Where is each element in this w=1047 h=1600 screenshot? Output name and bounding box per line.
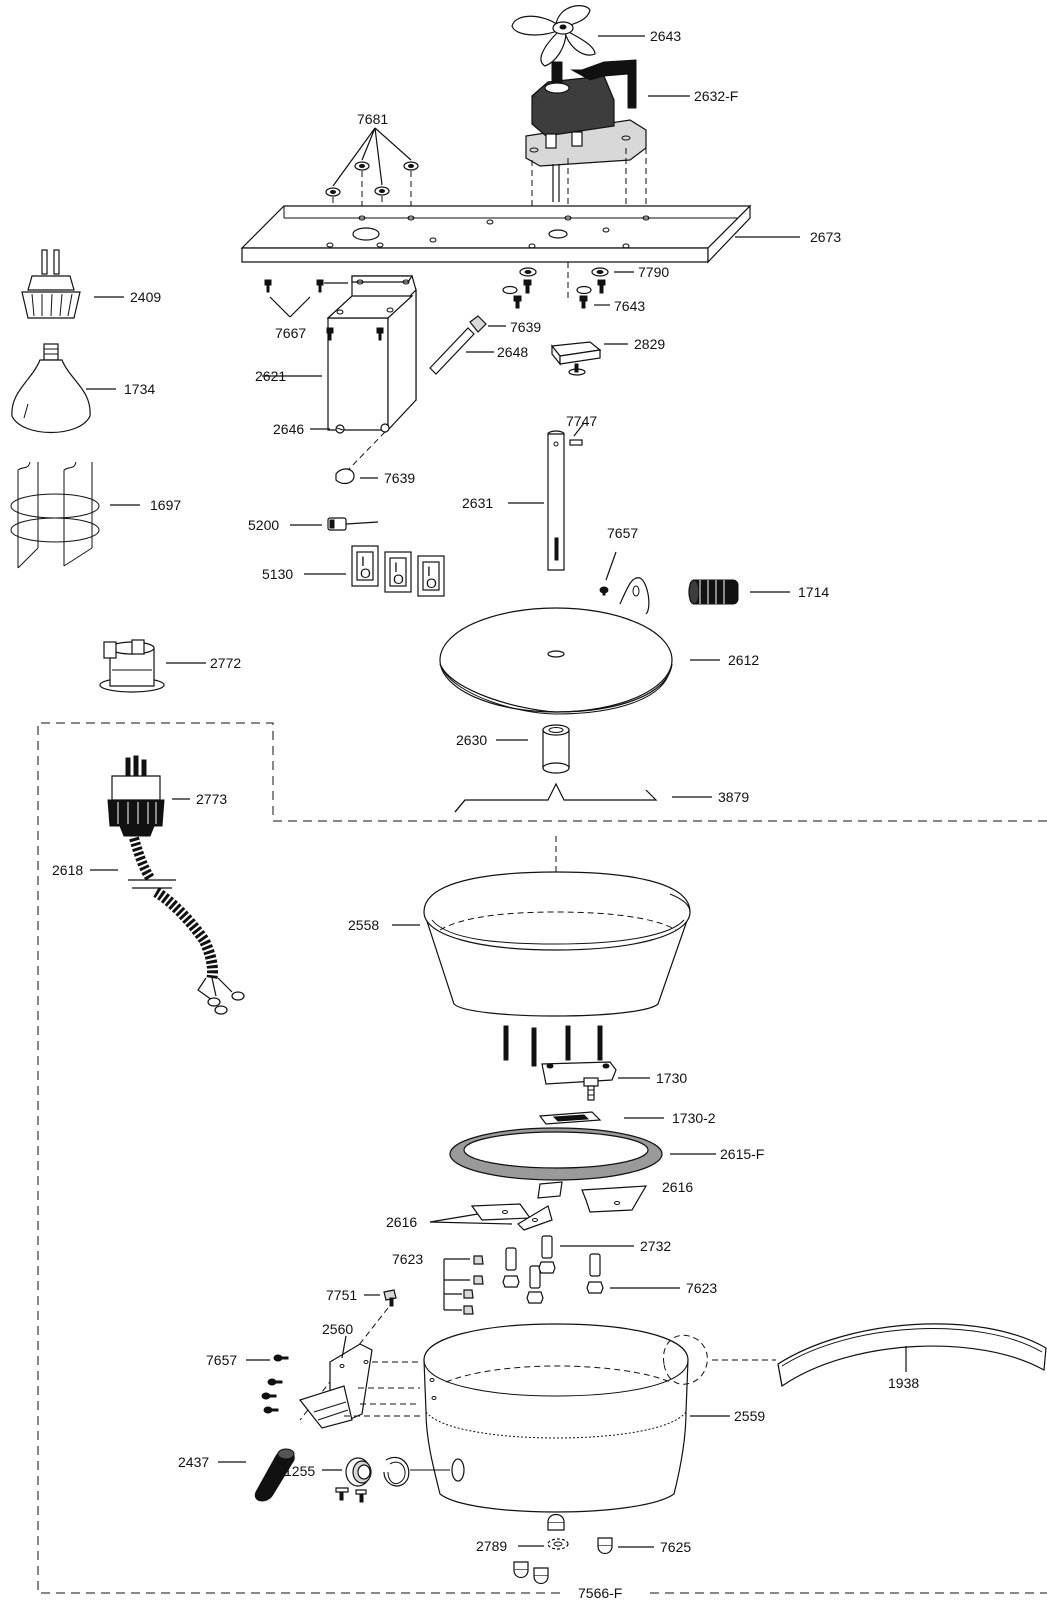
- screw-7657-top: [599, 586, 609, 596]
- label-7747: 7747: [566, 413, 597, 429]
- label-2615F: 2615-F: [720, 1146, 764, 1162]
- label-2560: 2560: [322, 1321, 353, 1337]
- sleeve-1714: [688, 579, 739, 605]
- svg-text:I: I: [427, 563, 431, 579]
- label-5130: 5130: [262, 566, 293, 582]
- label-2632F: 2632-F: [694, 88, 738, 104]
- label-2437: 2437: [178, 1454, 209, 1470]
- label-5200: 5200: [248, 517, 279, 533]
- power-cord-2618: [128, 836, 245, 1015]
- disc-2612: [439, 577, 673, 715]
- lamp-socket-2772: [99, 639, 165, 693]
- nuts-7623: [463, 1255, 604, 1315]
- label-1734: 1734: [124, 381, 155, 397]
- label-2630: 2630: [456, 732, 487, 748]
- label-7681: 7681: [357, 111, 388, 127]
- socket-2409: [21, 249, 81, 319]
- screws-7667: [264, 279, 384, 341]
- acorn-nuts-7625: [513, 1513, 613, 1585]
- label-2789: 2789: [476, 1538, 507, 1554]
- kettle-2558: [423, 871, 691, 1067]
- brackets-2616: [470, 1181, 648, 1231]
- label-7625: 7625: [660, 1539, 691, 1555]
- gasket-1730-2: [538, 1111, 602, 1125]
- label-1714: 1714: [798, 584, 829, 600]
- fitting-1255: [335, 1456, 450, 1503]
- block-2829: [550, 341, 602, 376]
- label-2616a: 2616: [662, 1179, 693, 1195]
- thermostat-1730: [541, 1061, 617, 1101]
- label-2618: 2618: [52, 862, 83, 878]
- label-7639a: 7639: [510, 319, 541, 335]
- label-2616b: 2616: [386, 1214, 417, 1230]
- screws-7643: [513, 279, 606, 309]
- label-2559: 2559: [734, 1408, 765, 1424]
- label-2643: 2643: [650, 28, 681, 44]
- shaft-2631: [547, 430, 565, 571]
- label-2631: 2631: [462, 495, 493, 511]
- mounting-plate-2673: [240, 204, 752, 264]
- label-7657b: 7657: [206, 1352, 237, 1368]
- label-1730_2: 1730-2: [672, 1110, 716, 1126]
- label-2648: 2648: [497, 344, 528, 360]
- plug-7639-lower: [335, 468, 355, 485]
- assembly-outline-7566F: [37, 722, 1047, 1594]
- label-2612: 2612: [728, 652, 759, 668]
- motor-2632F: [525, 59, 647, 202]
- fan-blade-2643: [511, 5, 596, 67]
- label-7639b: 7639: [384, 470, 415, 486]
- label-7667: 7667: [275, 325, 306, 341]
- switches-5130: I O I O I O: [351, 545, 445, 597]
- label-7751: 7751: [326, 1287, 357, 1303]
- label-7623b: 7623: [686, 1280, 717, 1296]
- label-1938: 1938: [888, 1375, 919, 1391]
- rod-2648: [429, 315, 487, 375]
- label-2773: 2773: [196, 791, 227, 807]
- label-7623a: 7623: [392, 1251, 423, 1267]
- label-7566F: 7566-F: [578, 1585, 622, 1600]
- control-box-2621: [326, 275, 417, 471]
- washers-7790: [502, 262, 609, 298]
- svg-text:I: I: [394, 559, 398, 575]
- label-2829: 2829: [634, 336, 665, 352]
- label-7657a: 7657: [607, 525, 638, 541]
- label-2673: 2673: [810, 229, 841, 245]
- bushing-2630: [542, 724, 570, 774]
- label-2772: 2772: [210, 655, 241, 671]
- label-2558: 2558: [348, 917, 379, 933]
- label-3879: 3879: [718, 789, 749, 805]
- wire-rack-3879: [454, 782, 658, 813]
- screws-7657-lower: [261, 1354, 289, 1414]
- label-2621: 2621: [255, 368, 286, 384]
- twist-lock-plug-2773: [107, 755, 165, 837]
- pin-7747: [569, 439, 583, 446]
- handle-knob-2437: [254, 1448, 295, 1502]
- gasket-ring-2615F: [449, 1127, 663, 1181]
- label-7643: 7643: [614, 298, 645, 314]
- label-1730: 1730: [656, 1070, 687, 1086]
- bulb-1734: [11, 343, 91, 433]
- label-1697: 1697: [150, 497, 181, 513]
- band-1938: [777, 1323, 1047, 1388]
- label-1255: 1255: [284, 1463, 315, 1479]
- label-2732: 2732: [640, 1238, 671, 1254]
- svg-text:I: I: [361, 553, 365, 569]
- base-pot-2559: [423, 1323, 708, 1513]
- label-2409: 2409: [130, 289, 161, 305]
- svg-text:O: O: [393, 571, 404, 587]
- wire-connector-5200: [327, 517, 379, 531]
- lock-washer-2789: [547, 1538, 569, 1550]
- label-7790: 7790: [638, 264, 669, 280]
- svg-text:O: O: [360, 565, 371, 581]
- label-2646: 2646: [273, 421, 304, 437]
- guard-1697: [10, 461, 100, 569]
- standoffs-2732: [505, 1235, 601, 1289]
- svg-text:O: O: [426, 575, 437, 591]
- bracket-2560: [298, 1343, 373, 1429]
